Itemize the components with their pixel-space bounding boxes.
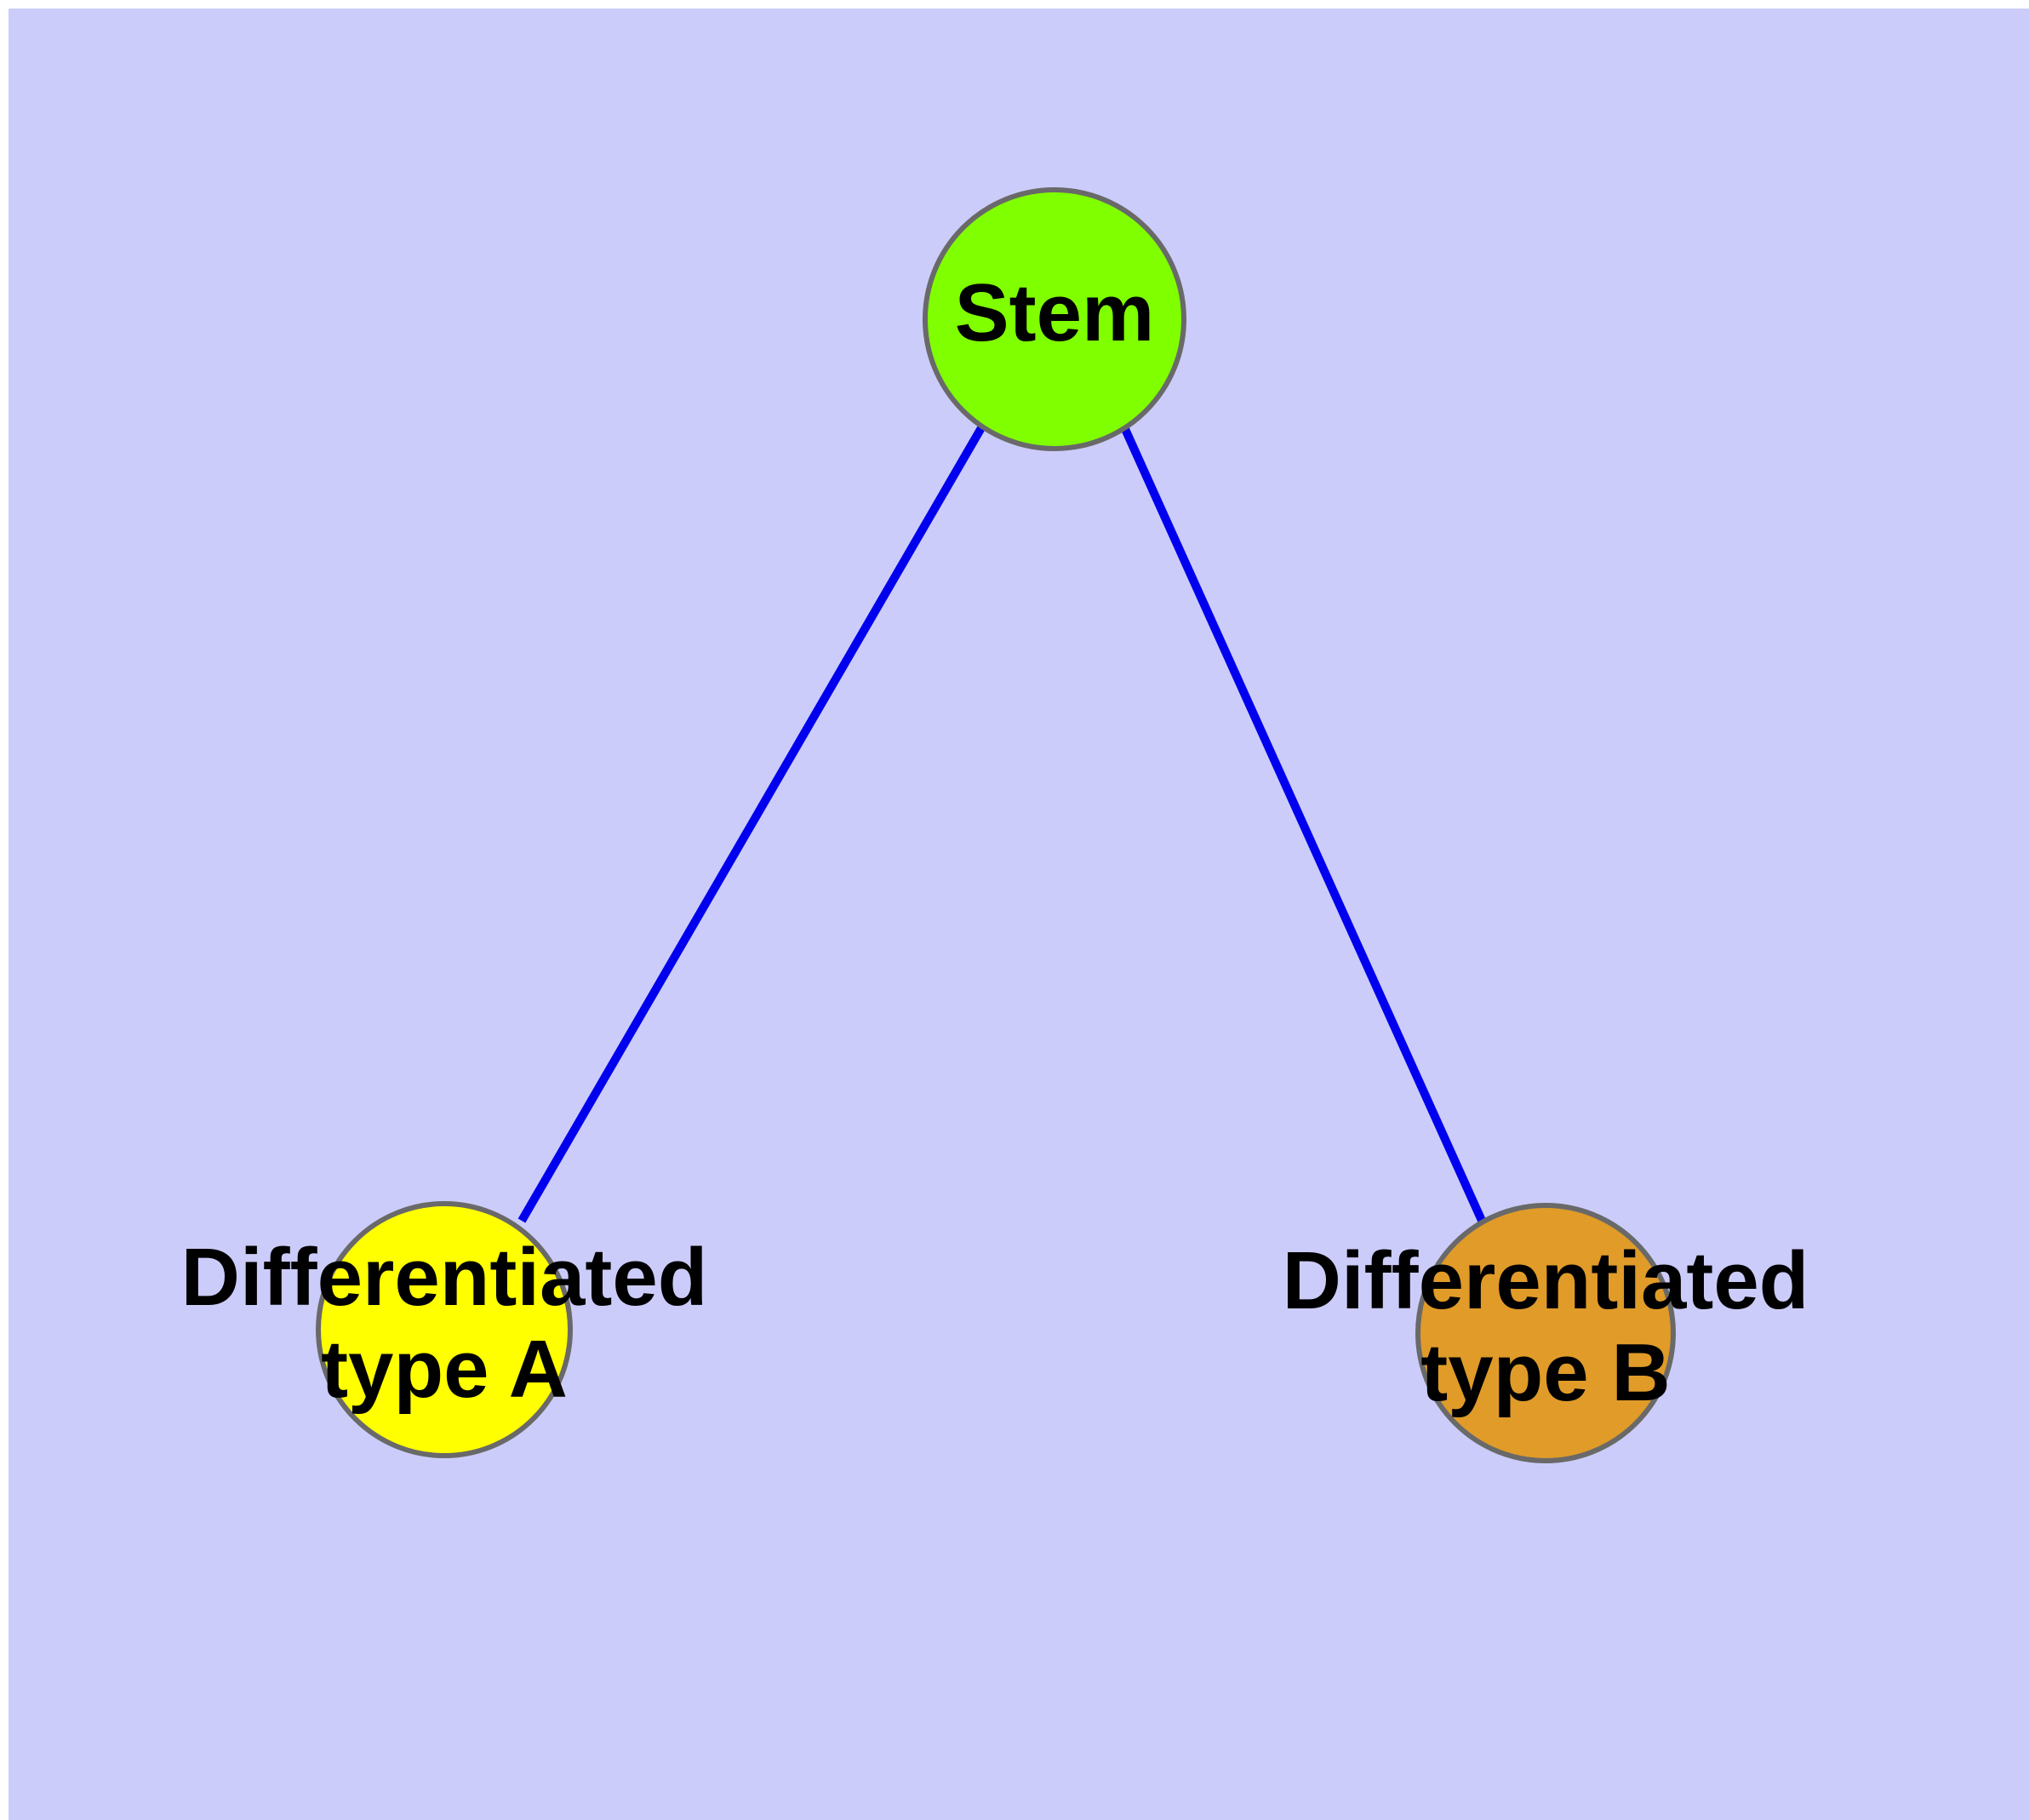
node-stem-circle[interactable] [923,187,1186,451]
edge-stem-to-differentiated-type-b[interactable] [1121,426,1487,1225]
node-differentiated-type-b-circle[interactable] [1415,1203,1676,1463]
node-stem[interactable]: Stem [923,187,1186,451]
node-stem-label: Stem [955,267,1155,358]
node-differentiated-type-a-circle[interactable] [316,1201,573,1458]
edge-layer [517,424,1487,1225]
edge-stem-to-differentiated-type-a[interactable] [517,424,986,1223]
